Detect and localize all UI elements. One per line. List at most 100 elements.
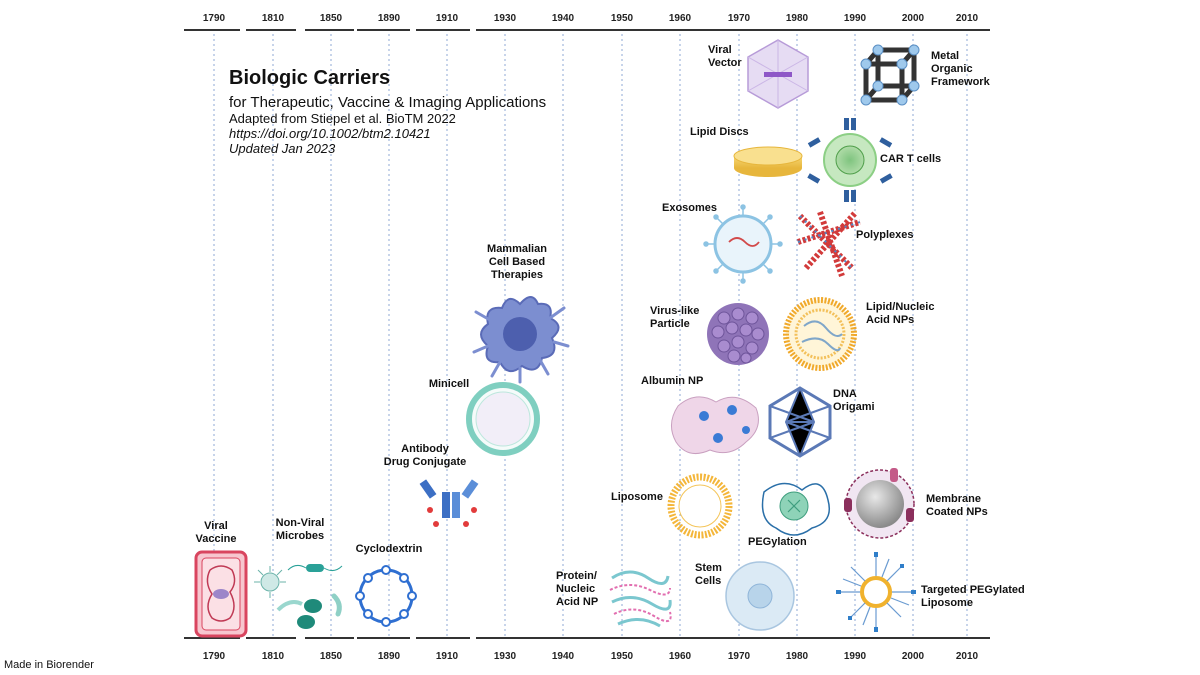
top-year-label: 1990 [844, 13, 867, 24]
carrier-label-line: Vector [708, 57, 742, 69]
bottom-year-label: 1950 [611, 651, 634, 662]
carrier-label-cyclodextrin: Cyclodextrin [356, 543, 423, 555]
carrier-label-line: Mammalian [487, 243, 547, 255]
carrier-label-line: DNA [833, 388, 857, 400]
viral-vaccine-icon [194, 550, 248, 638]
footer-credit: Made in Biorender [4, 659, 94, 671]
top-year-label: 1950 [611, 13, 634, 24]
microbes-icon [254, 564, 343, 629]
carrier-label-minicell: Minicell [429, 378, 469, 390]
lipid-nucleic-acid-np-icon [783, 297, 857, 371]
carrier-label-line: Particle [650, 318, 690, 330]
carrier-label-pegylation: PEGylation [748, 536, 807, 548]
carrier-label-line: Coated NPs [926, 506, 988, 518]
carrier-label-line: Lipid/Nucleic [866, 301, 934, 313]
stem-cell-icon [725, 561, 795, 631]
carrier-label-exosome: Exosomes [662, 202, 717, 214]
carrier-label-line: Therapies [491, 269, 543, 281]
carrier-label-line: Cyclodextrin [356, 543, 423, 555]
carrier-label-line: Polyplexes [856, 229, 913, 241]
bottom-year-label: 1990 [844, 651, 867, 662]
metal-organic-framework-icon [860, 44, 920, 106]
bottom-year-label: 1930 [494, 651, 517, 662]
bottom-year-label: 1970 [728, 651, 751, 662]
carrier-label-line: Viral [708, 44, 732, 56]
carrier-label-line: Targeted PEGylated [921, 584, 1025, 596]
antibody-icon [419, 479, 479, 527]
top-year-label: 1940 [552, 13, 575, 24]
carrier-label-line: Viral [204, 520, 228, 532]
targeted-liposome-icon [836, 552, 916, 632]
carrier-label-line: Non-Viral [276, 517, 325, 529]
carrier-label-line: Cell Based [489, 256, 545, 268]
top-year-label: 1930 [494, 13, 517, 24]
carrier-label-line: Acid NPs [866, 314, 914, 326]
bottom-year-label: 1910 [436, 651, 459, 662]
carrier-label-line: Microbes [276, 530, 324, 542]
mammalian-cell-icon [472, 296, 570, 384]
top-year-label: 2010 [956, 13, 979, 24]
top-year-label: 2000 [902, 13, 925, 24]
viral-vector-icon [747, 39, 809, 109]
carrier-label-line: Origami [833, 401, 875, 413]
carrier-label-line: Metal [931, 50, 959, 62]
carrier-label-albumin-np: Albumin NP [641, 375, 703, 387]
carrier-label-line: Nucleic [556, 583, 595, 595]
diagram-subtitle: for Therapeutic, Vaccine & Imaging Appli… [229, 94, 547, 111]
top-year-label: 1960 [669, 13, 692, 24]
carrier-label-line: Minicell [429, 378, 469, 390]
top-year-label: 1810 [262, 13, 285, 24]
doi-link[interactable]: https://doi.org/10.1002/btm2.10421 [229, 126, 431, 141]
diagram-title: Biologic Carriers [229, 67, 391, 89]
exosome-icon [703, 204, 783, 284]
top-year-label: 1890 [378, 13, 401, 24]
year-gridlines [213, 34, 968, 636]
carrier-label-line: Framework [931, 76, 991, 88]
carrier-label-line: Liposome [611, 491, 663, 503]
carrier-label-line: Organic [931, 63, 973, 75]
carrier-label-polyplex: Polyplexes [856, 229, 913, 241]
minicell-icon [466, 382, 540, 456]
protein-np-icon [609, 570, 672, 628]
carrier-label-line: Cells [695, 575, 721, 587]
cyclodextrin-icon [355, 565, 417, 627]
top-year-label: 1970 [728, 13, 751, 24]
car-t-cell-icon [807, 118, 893, 202]
dna-origami-icon [768, 386, 832, 458]
top-year-label: 1850 [320, 13, 343, 24]
bottom-year-label: 1850 [320, 651, 343, 662]
bottom-year-label: 1890 [378, 651, 401, 662]
carrier-label-line: Virus-like [650, 305, 699, 317]
carrier-label-line: Drug Conjugate [384, 456, 467, 468]
carrier-label-car-t-cell: CAR T cells [880, 153, 941, 165]
carrier-label-line: Acid NP [556, 596, 598, 608]
albumin-np-icon [671, 396, 759, 455]
bottom-year-label: 1980 [786, 651, 809, 662]
carrier-label-line: Liposome [921, 597, 973, 609]
carrier-label-line: Protein/ [556, 570, 597, 582]
carrier-label-line: Exosomes [662, 202, 717, 214]
bottom-year-label: 2000 [902, 651, 925, 662]
source-citation: Adapted from Stiepel et al. BioTM 2022 [229, 111, 456, 126]
updated-note: Updated Jan 2023 [229, 141, 336, 156]
bottom-year-label: 2010 [956, 651, 979, 662]
membrane-coated-np-icon [844, 468, 915, 539]
carrier-label-lipid-disc: Lipid Discs [690, 126, 749, 138]
carrier-label-line: Antibody [401, 443, 450, 455]
bottom-year-label: 1810 [262, 651, 285, 662]
liposome-icon [667, 473, 733, 539]
bottom-year-label: 1960 [669, 651, 692, 662]
carrier-label-line: PEGylation [748, 536, 807, 548]
